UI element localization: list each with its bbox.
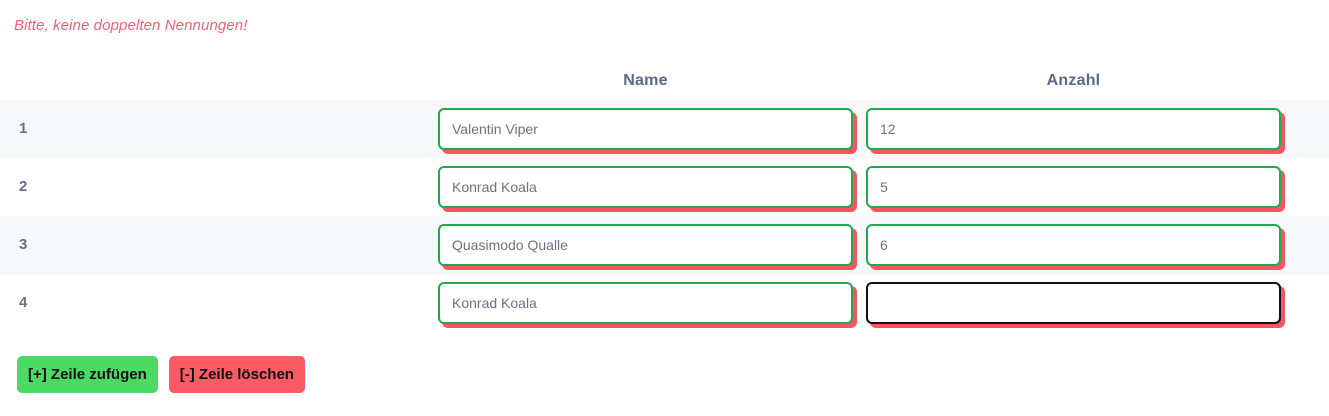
row-index-cell: 1 (0, 120, 438, 138)
row-index-cell: 3 (0, 236, 438, 254)
name-cell (438, 108, 853, 150)
table-header-row: Name Anzahl (0, 62, 1329, 100)
name-cell (438, 282, 853, 324)
name-input-row-4[interactable] (438, 282, 853, 324)
add-row-button[interactable]: [+] Zeile zufügen (17, 356, 158, 393)
table-row: 1 (0, 100, 1329, 158)
row-index-label: 3 (19, 236, 28, 253)
anzahl-cell (866, 166, 1281, 208)
name-input-row-1[interactable] (438, 108, 853, 150)
row-actions-toolbar: [+] Zeile zufügen [-] Zeile löschen (17, 356, 305, 393)
anzahl-input-row-2[interactable] (866, 166, 1281, 208)
row-index-label: 4 (19, 294, 28, 311)
name-input-row-3[interactable] (438, 224, 853, 266)
name-input-row-2[interactable] (438, 166, 853, 208)
header-name: Name (623, 72, 668, 89)
table-row: 4 (0, 274, 1329, 332)
table-row: 3 (0, 216, 1329, 274)
delete-row-button[interactable]: [-] Zeile löschen (168, 356, 305, 393)
anzahl-input-row-3[interactable] (866, 224, 1281, 266)
duplicate-warning-text: Bitte, keine doppelten Nennungen! (14, 17, 248, 34)
row-index-cell: 4 (0, 294, 438, 312)
header-anzahl: Anzahl (1046, 72, 1101, 89)
row-index-label: 2 (19, 178, 28, 195)
entries-table: Name Anzahl 1 2 3 (0, 62, 1329, 332)
anzahl-cell (866, 108, 1281, 150)
anzahl-input-row-4[interactable] (866, 282, 1281, 324)
table-row: 2 (0, 158, 1329, 216)
anzahl-cell (866, 282, 1281, 324)
name-cell (438, 166, 853, 208)
name-cell (438, 224, 853, 266)
anzahl-input-row-1[interactable] (866, 108, 1281, 150)
anzahl-cell (866, 224, 1281, 266)
row-index-label: 1 (19, 120, 28, 137)
row-index-cell: 2 (0, 178, 438, 196)
